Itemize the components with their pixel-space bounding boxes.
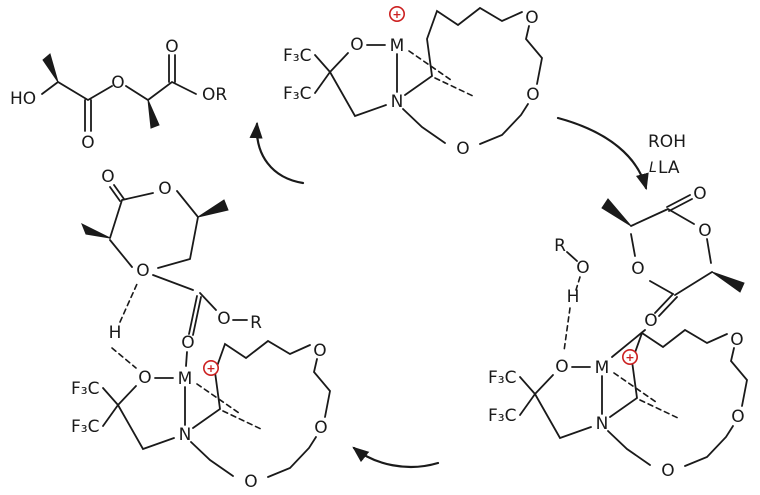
carbonyl-o-label: O — [101, 167, 114, 187]
h-bond-h-label: H — [109, 323, 122, 343]
plus-charge-top — [388, 6, 406, 23]
methyl-wedge — [81, 222, 111, 239]
methyl-wedge-down — [147, 99, 160, 129]
arrow-substrate-binding — [556, 116, 649, 191]
ring-o-label: O — [158, 179, 171, 199]
h-bond-dashes — [111, 283, 138, 369]
lla-prefix-label: L — [649, 160, 657, 176]
ring-o-label: O — [698, 221, 711, 241]
coordinating-o-label: O — [644, 311, 657, 331]
lactide-ring-bonds — [566, 208, 713, 358]
methyl-wedge — [601, 198, 632, 227]
roh-label: ROH — [648, 132, 686, 152]
ester-o-label: O — [217, 309, 230, 329]
r-group-label: R — [554, 236, 566, 256]
ester-o-label: O — [111, 73, 124, 93]
reagent-labels: ROH L LA — [648, 132, 686, 178]
plus-charge-bottom-left — [203, 359, 219, 377]
ring-o-label: O — [136, 261, 149, 281]
cycle-arrows — [249, 116, 649, 469]
lla-label: LA — [658, 158, 680, 178]
ring-opening-intermediate: O O O O R O H — [81, 167, 262, 369]
product-bonds — [41, 54, 197, 132]
r-group-label: R — [250, 313, 262, 333]
intermediate-carbonyl-doubles — [109, 184, 202, 336]
methyl-wedge-up — [42, 53, 59, 83]
metal-complex-top — [282, 7, 543, 160]
coordinating-o-label: O — [181, 333, 194, 353]
or-group-label: OR — [202, 85, 227, 105]
intermediate-ring-bonds — [109, 190, 248, 367]
hydroxyl-label: HO — [10, 89, 36, 109]
lactide-roh-adduct: O O O O R O H — [554, 184, 745, 358]
h-bond-h-label: H — [567, 287, 580, 307]
carbonyl-o-label: O — [693, 184, 706, 204]
ring-o-label: O — [631, 259, 644, 279]
carbonyl-o-label: O — [165, 37, 178, 57]
lactide-carbonyl-doubles — [654, 194, 693, 317]
roh-o-label: O — [576, 258, 589, 278]
arrow-insertion-step — [352, 446, 440, 469]
product-lactate-ester: HO O O O OR — [10, 37, 227, 153]
metal-complex-bottom-left — [70, 340, 331, 493]
methyl-wedge — [197, 199, 229, 218]
plus-charge-bottom-right — [621, 348, 639, 366]
methyl-wedge — [711, 271, 745, 293]
h-bond-dashes — [563, 276, 581, 352]
arrow-product-release — [249, 121, 305, 185]
carbonyl-o-label: O — [81, 133, 94, 153]
